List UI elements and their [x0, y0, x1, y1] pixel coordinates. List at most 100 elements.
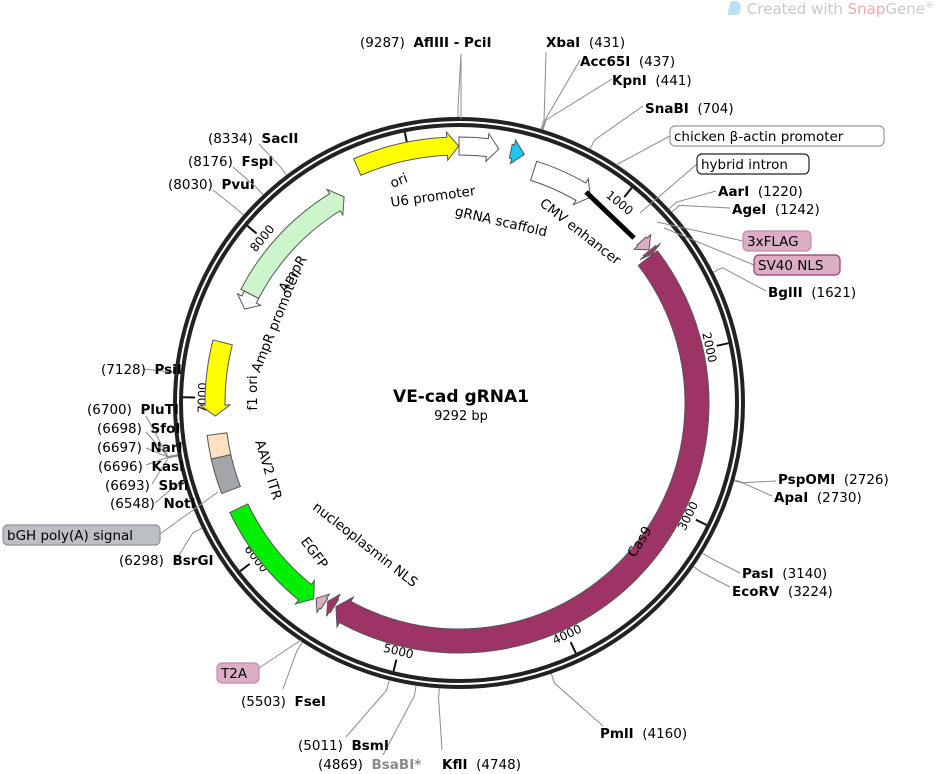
- site-leader-line: [438, 688, 443, 751]
- box-label-text: T2A: [220, 666, 248, 682]
- site-leader-line: [713, 267, 767, 292]
- site-position: (6693): [105, 478, 150, 494]
- site-name: AarI: [718, 184, 749, 200]
- site-position: (5011): [298, 738, 343, 754]
- feature-ampr-promoter[interactable]: [236, 290, 263, 310]
- restriction-site-fspi[interactable]: (8176) FspI: [188, 154, 273, 195]
- restriction-site-fsei[interactable]: (5503) FseI: [241, 642, 326, 710]
- boxed-label-chicken-actin-promoter[interactable]: chicken β-actin promoter: [615, 125, 885, 166]
- feature-cas9[interactable]: [335, 250, 710, 654]
- site-leader-line: [145, 415, 178, 458]
- site-leader-line: [734, 479, 777, 484]
- restriction-site-snabi[interactable]: SnaBI (704): [589, 101, 734, 150]
- restriction-site-psii[interactable]: (7128) PsiI: [101, 362, 182, 378]
- feature-aav2-itr-upper[interactable]: [206, 432, 232, 460]
- restriction-site-bsrgi[interactable]: (6298) BsrGI: [119, 527, 214, 569]
- restriction-site-sbfi[interactable]: (6693) SbfI: [105, 455, 189, 494]
- restriction-site-aari[interactable]: AarI (1220): [668, 184, 803, 210]
- backbone-inner-ring: [179, 123, 739, 683]
- boxed-label-bgh-poly-a-signal[interactable]: bGH poly(A) signal: [2, 491, 219, 546]
- site-name: PspOMI: [778, 472, 835, 488]
- site-label: SnaBI (704): [645, 101, 734, 117]
- watermark-prefix: Created with: [746, 0, 848, 18]
- plasmid-name: VE-cad gRNA1: [393, 387, 529, 407]
- site-name: Acc65I: [580, 54, 630, 70]
- site-name: AflIII - PciI: [413, 35, 491, 51]
- restriction-site-xbai[interactable]: XbaI (431): [540, 35, 625, 130]
- label-box: [742, 230, 812, 252]
- restriction-site-pluti[interactable]: (6700) PluTI: [87, 402, 179, 458]
- tick-mark: [716, 342, 729, 347]
- boxed-feature-labels: chicken β-actin promoter hybrid intron 3xF…: [2, 125, 885, 684]
- site-label: KpnI (441): [612, 73, 692, 89]
- box-leader-line: [656, 221, 744, 242]
- feature-nucleoplasmin-nls[interactable]: [326, 593, 341, 617]
- restriction-site-pvui[interactable]: (8030) PvuI: [168, 177, 255, 216]
- site-leader-line: [589, 105, 644, 150]
- site-name: PluTI: [140, 402, 178, 418]
- feature-aav2-itr[interactable]: [210, 454, 242, 495]
- box-label-text: bGH poly(A) signal: [7, 528, 133, 544]
- site-name: KflI: [442, 757, 468, 773]
- restriction-site-pmli[interactable]: PmlI (4160): [550, 673, 687, 742]
- feature-ampr[interactable]: [240, 188, 345, 300]
- feature-cmv-enhancer[interactable]: [529, 160, 591, 206]
- boxed-label-3xflag[interactable]: 3xFLAG: [656, 221, 812, 252]
- restriction-site-nari[interactable]: (6697) NarI: [97, 440, 183, 458]
- site-leader-line: [232, 166, 264, 195]
- restriction-site-kasi[interactable]: (6696) KasI: [98, 455, 184, 475]
- site-position: (9287): [360, 35, 405, 51]
- site-position: (6696): [98, 459, 143, 475]
- boxed-label-t2a[interactable]: T2A: [216, 639, 302, 684]
- restriction-site-bsmi[interactable]: (5011) BsmI: [298, 680, 390, 754]
- restriction-site-agei[interactable]: AgeI (1242): [671, 202, 820, 218]
- site-name: PvuI: [221, 177, 254, 193]
- feature-grna-scaffold[interactable]: [508, 138, 525, 165]
- feature-label-f1-ori: f1 ori: [245, 375, 261, 410]
- site-label: (6298) BsrGI: [119, 553, 214, 569]
- watermark-registered: ®: [925, 1, 934, 11]
- site-name: SfoI: [150, 421, 180, 437]
- box-leader-line: [159, 491, 219, 535]
- feature-label-cmv-enhancer: CMV enhancer: [536, 195, 624, 268]
- restriction-site-ecorv[interactable]: EcoRV (3224): [693, 566, 833, 600]
- site-label: (6700) PluTI: [87, 402, 179, 418]
- feature-chicken-beta-actin-promoter[interactable]: [584, 190, 636, 240]
- restriction-site-bsabi-[interactable]: (4869) BsaBI*: [318, 685, 421, 773]
- feature-u6-promoter[interactable]: [458, 132, 500, 163]
- feature-egfp[interactable]: [229, 503, 315, 605]
- backbone-outer-ring: [173, 117, 745, 689]
- site-leader-line: [671, 204, 731, 213]
- feature-label-aav2-itr: AAV2 ITR: [251, 438, 284, 502]
- restriction-site-pasi[interactable]: PasI (3140): [702, 552, 827, 582]
- restriction-site-acc65i[interactable]: Acc65I (437): [541, 54, 675, 130]
- restriction-site-pspomi[interactable]: PspOMI (2726): [734, 472, 889, 488]
- site-label: BglII (1621): [768, 285, 856, 301]
- restriction-site-afliii-pcii[interactable]: (9287) AflIII - PciI: [360, 35, 492, 119]
- restriction-site-sacii[interactable]: (8334) SacII: [208, 131, 298, 176]
- restriction-site-kfli[interactable]: KflI (4748): [438, 688, 521, 773]
- feature-t2a[interactable]: [315, 593, 331, 614]
- restriction-site-apai[interactable]: ApaI (2730): [734, 480, 862, 506]
- site-name: SacII: [261, 131, 298, 147]
- box-label-text: SV40 NLS: [758, 258, 823, 274]
- site-label: (6693) SbfI: [105, 478, 189, 494]
- site-position: (6298): [119, 553, 164, 569]
- restriction-site-bglii[interactable]: BglII (1621): [713, 267, 856, 301]
- feature-sv40-nls[interactable]: [639, 243, 661, 261]
- restriction-site-kpni[interactable]: KpnI (441): [542, 73, 692, 130]
- boxed-label-hybrid-intron[interactable]: hybrid intron: [639, 153, 810, 214]
- label-box: [753, 254, 841, 276]
- feature-3xflag[interactable]: [632, 233, 652, 251]
- box-label-text: chicken β-actin promoter: [674, 129, 844, 145]
- label-box: [696, 153, 810, 175]
- snapgene-watermark: Created with SnapGene®: [727, 0, 934, 18]
- site-leader-line: [550, 673, 604, 727]
- restriction-site-noti[interactable]: (6548) NotI: [110, 482, 196, 512]
- site-name: KpnI: [612, 73, 647, 89]
- site-leader-line: [282, 642, 303, 690]
- boxed-label-sv40-nls[interactable]: SV40 NLS: [663, 227, 841, 276]
- tick-mark: [392, 659, 398, 672]
- site-label: (6697) NarI: [97, 440, 183, 456]
- feature-f1-ori[interactable]: [198, 339, 233, 417]
